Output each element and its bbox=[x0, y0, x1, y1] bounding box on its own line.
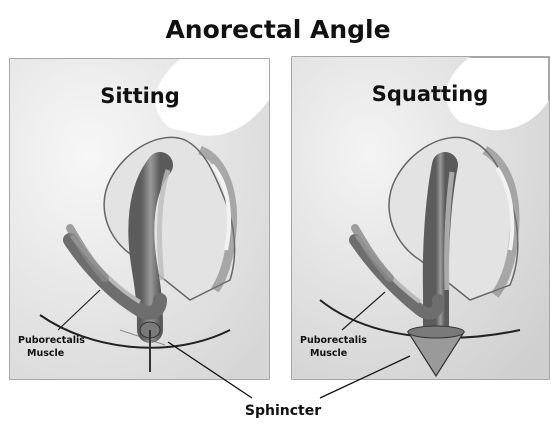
squatting-panel: Squatting Puborectalis Muscle bbox=[292, 57, 549, 379]
page-title: Anorectal Angle bbox=[165, 15, 390, 44]
sitting-panel: Sitting Puborectalis Muscle bbox=[10, 59, 269, 379]
sphincter-label: Sphincter bbox=[245, 403, 321, 419]
sitting-title: Sitting bbox=[100, 84, 180, 108]
sitting-muscle-label-line2: Muscle bbox=[27, 348, 64, 359]
squatting-muscle-label-line1: Puborectalis bbox=[300, 335, 367, 346]
sitting-muscle-label-line1: Puborectalis bbox=[18, 335, 85, 346]
squatting-muscle-label-line2: Muscle bbox=[310, 348, 347, 359]
squatting-title: Squatting bbox=[372, 82, 489, 106]
